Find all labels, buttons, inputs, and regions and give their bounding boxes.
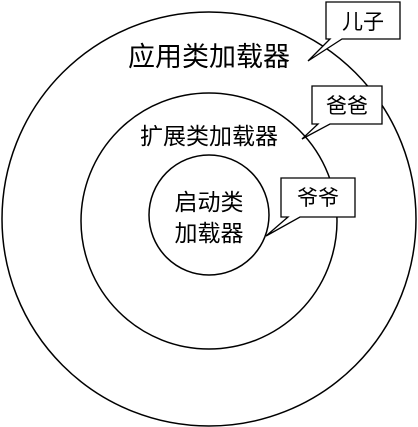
outer-ring-callout-box <box>307 1 401 62</box>
middle-ring-callout-box <box>301 85 383 140</box>
outer-ring-callout-text: 儿子 <box>342 10 384 34</box>
outer-ring-label: 应用类加载器 <box>128 42 290 73</box>
inner-ring-label-line1: 启动类 <box>175 190 244 216</box>
inner-ring-callout-box <box>265 177 356 237</box>
outer-ring-application-loader <box>1 11 417 427</box>
inner-ring-label-line2: 加载器 <box>175 221 244 247</box>
inner-ring-bootstrap-loader <box>148 154 270 276</box>
inner-ring-callout-text: 爷爷 <box>297 186 339 210</box>
middle-ring-callout-text: 爸爸 <box>326 94 368 118</box>
middle-ring-label: 扩展类加载器 <box>140 124 278 150</box>
middle-ring-extension-loader <box>80 92 338 350</box>
